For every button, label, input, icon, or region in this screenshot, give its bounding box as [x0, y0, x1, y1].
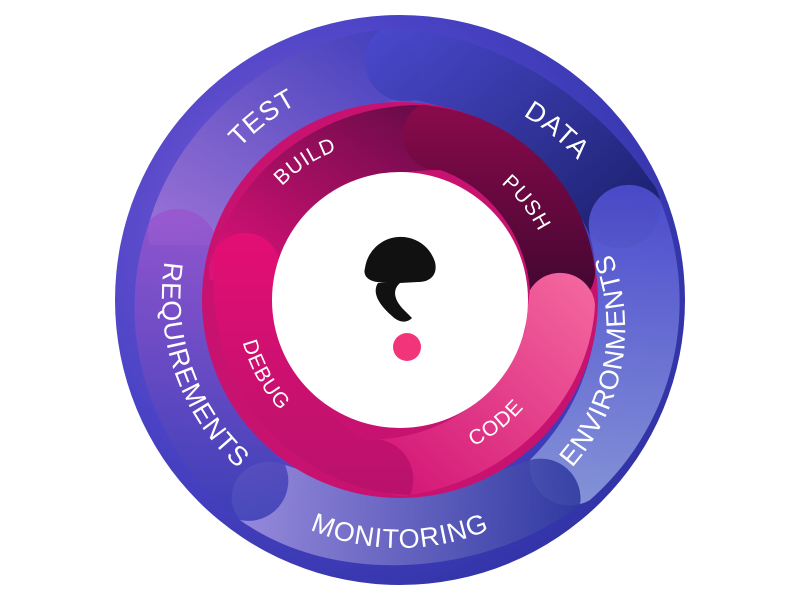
center-disc	[272, 172, 528, 428]
outer-segment-monitoring[interactable]	[231, 458, 581, 566]
inner-segment-code[interactable]	[361, 272, 595, 496]
inner-segment-debug[interactable]	[213, 232, 414, 495]
outer-segment-requirements[interactable]	[134, 209, 289, 521]
outer-segment-test[interactable]	[147, 30, 420, 245]
logo-dot-icon	[393, 333, 421, 361]
inner-segment-push[interactable]	[402, 105, 596, 308]
question-mark-logo-icon	[364, 236, 436, 361]
outer-segment-environments[interactable]	[529, 184, 680, 506]
